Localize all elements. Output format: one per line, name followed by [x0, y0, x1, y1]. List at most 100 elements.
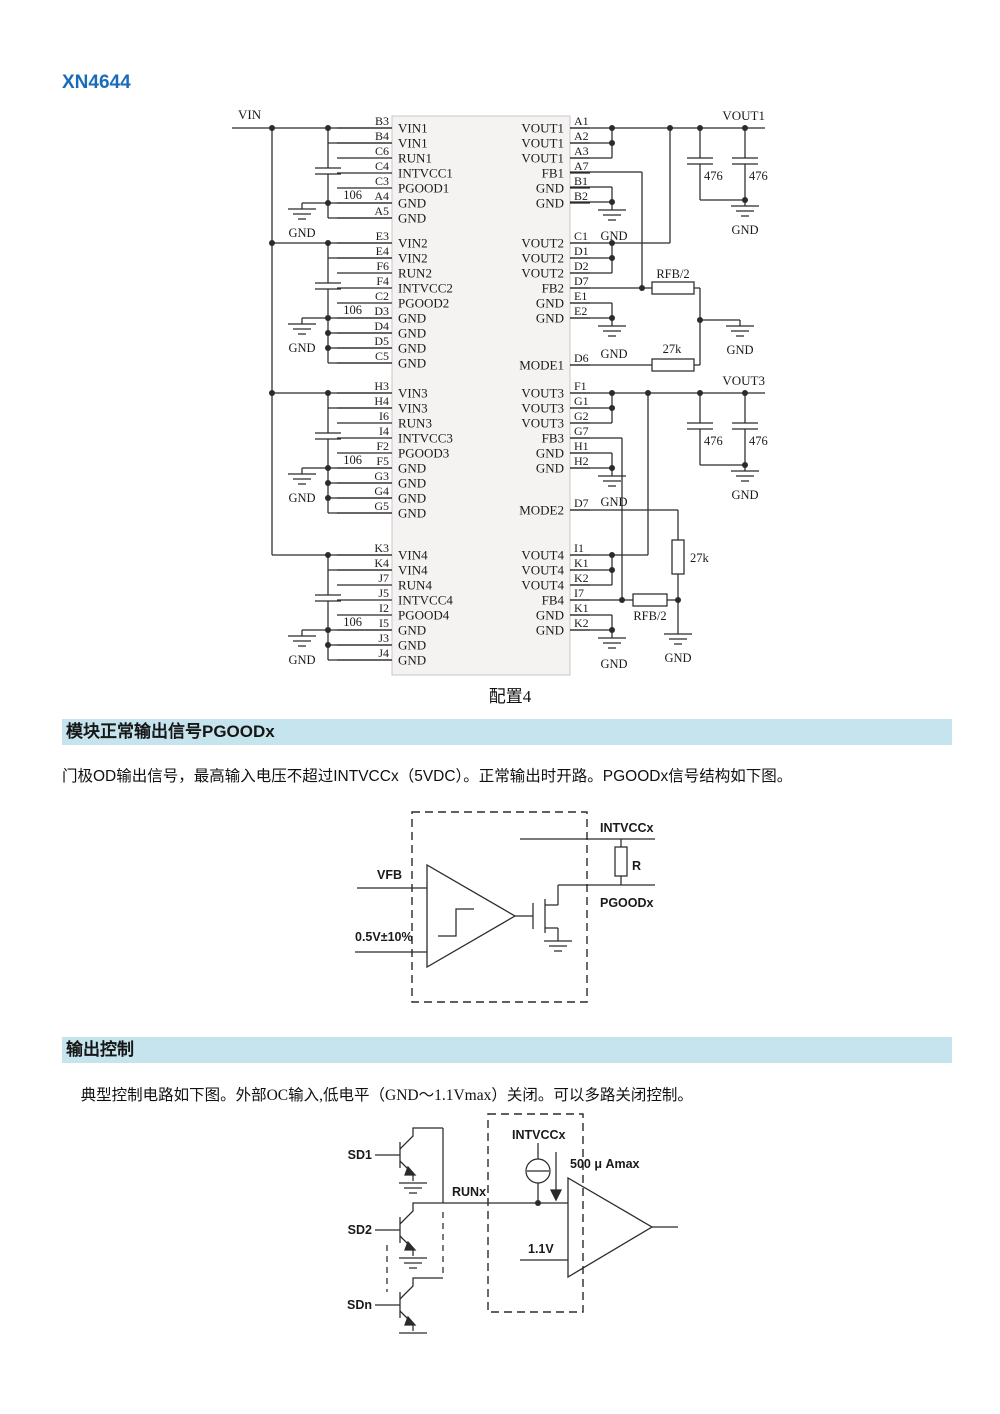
svg-text:PGOOD1: PGOOD1 — [398, 181, 449, 196]
svg-text:GND: GND — [731, 488, 758, 502]
svg-text:GND: GND — [536, 461, 564, 476]
svg-text:B2: B2 — [574, 189, 588, 203]
svg-text:GND: GND — [536, 623, 564, 638]
svg-text:GND: GND — [536, 181, 564, 196]
svg-text:G7: G7 — [574, 424, 589, 438]
svg-text:GND: GND — [536, 296, 564, 311]
svg-text:K1: K1 — [574, 556, 589, 570]
svg-text:VOUT4: VOUT4 — [521, 563, 564, 578]
svg-text:A5: A5 — [374, 204, 389, 218]
svg-text:1.1V: 1.1V — [528, 1242, 554, 1256]
svg-text:D6: D6 — [574, 351, 589, 365]
svg-text:VOUT1: VOUT1 — [521, 151, 564, 166]
svg-text:A3: A3 — [574, 144, 589, 158]
svg-text:K2: K2 — [574, 616, 589, 630]
svg-text:K2: K2 — [574, 571, 589, 585]
svg-text:VIN4: VIN4 — [398, 548, 428, 563]
svg-text:27k: 27k — [663, 342, 683, 356]
section-header-output-control: 输出控制 — [62, 1037, 952, 1063]
svg-text:FB1: FB1 — [542, 166, 564, 181]
svg-text:MODE2: MODE2 — [519, 503, 564, 518]
svg-text:INTVCCx: INTVCCx — [600, 821, 654, 835]
svg-text:K3: K3 — [374, 541, 389, 555]
svg-text:GND: GND — [398, 196, 426, 211]
svg-text:B3: B3 — [375, 114, 389, 128]
svg-text:GND: GND — [600, 347, 627, 361]
svg-text:E4: E4 — [376, 244, 389, 258]
svg-text:476: 476 — [749, 434, 768, 448]
svg-text:GND: GND — [536, 311, 564, 326]
svg-text:RUNx: RUNx — [452, 1185, 486, 1199]
svg-text:I6: I6 — [379, 409, 389, 423]
svg-text:J7: J7 — [378, 571, 389, 585]
svg-text:GND: GND — [398, 211, 426, 226]
svg-text:GND: GND — [600, 229, 627, 243]
page-title: XN4644 — [62, 72, 131, 93]
svg-text:A2: A2 — [574, 129, 589, 143]
svg-text:GND: GND — [398, 356, 426, 371]
svg-text:B1: B1 — [574, 174, 588, 188]
svg-text:G5: G5 — [374, 499, 389, 513]
svg-text:PGOODx: PGOODx — [600, 896, 654, 910]
svg-text:FB3: FB3 — [542, 431, 564, 446]
svg-text:PGOOD2: PGOOD2 — [398, 296, 449, 311]
svg-text:INTVCCx: INTVCCx — [512, 1128, 566, 1142]
svg-text:J3: J3 — [378, 631, 389, 645]
svg-text:GND: GND — [288, 341, 315, 355]
svg-text:H3: H3 — [374, 379, 389, 393]
svg-text:INTVCC2: INTVCC2 — [398, 281, 453, 296]
svg-text:GND: GND — [398, 341, 426, 356]
svg-text:C5: C5 — [375, 349, 389, 363]
svg-text:VIN3: VIN3 — [398, 386, 428, 401]
svg-text:GND: GND — [288, 226, 315, 240]
svg-text:D4: D4 — [374, 319, 389, 333]
svg-text:GND: GND — [398, 491, 426, 506]
svg-text:106: 106 — [343, 188, 362, 202]
svg-text:I2: I2 — [379, 601, 389, 615]
svg-text:B4: B4 — [375, 129, 389, 143]
svg-text:D1: D1 — [574, 244, 589, 258]
svg-text:D2: D2 — [574, 259, 589, 273]
svg-text:GND: GND — [398, 623, 426, 638]
svg-text:F6: F6 — [376, 259, 389, 273]
svg-text:INTVCC4: INTVCC4 — [398, 593, 453, 608]
svg-text:GND: GND — [600, 495, 627, 509]
svg-text:I5: I5 — [379, 616, 389, 630]
svg-text:VIN2: VIN2 — [398, 236, 428, 251]
svg-text:C2: C2 — [375, 289, 389, 303]
svg-text:GND: GND — [398, 653, 426, 668]
svg-text:VOUT3: VOUT3 — [521, 386, 564, 401]
svg-text:H4: H4 — [374, 394, 389, 408]
svg-text:C6: C6 — [375, 144, 389, 158]
svg-text:INTVCC1: INTVCC1 — [398, 166, 453, 181]
svg-text:RFB/2: RFB/2 — [656, 267, 689, 281]
svg-text:106: 106 — [343, 303, 362, 317]
svg-text:G2: G2 — [574, 409, 589, 423]
svg-text:RUN3: RUN3 — [398, 416, 432, 431]
svg-text:H2: H2 — [574, 454, 589, 468]
svg-text:GND: GND — [398, 506, 426, 521]
svg-text:0.5V±10%: 0.5V±10% — [355, 930, 413, 944]
svg-text:I7: I7 — [574, 586, 584, 600]
section1-body: 门极OD输出信号，最高输入电压不超过INTVCCx（5VDC）。正常输出时开路。… — [62, 768, 793, 785]
svg-text:PGOOD3: PGOOD3 — [398, 446, 449, 461]
svg-text:VIN2: VIN2 — [398, 251, 428, 266]
svg-text:F5: F5 — [376, 454, 389, 468]
svg-text:J4: J4 — [378, 646, 389, 660]
svg-text:VOUT2: VOUT2 — [521, 266, 564, 281]
svg-text:VOUT3: VOUT3 — [521, 416, 564, 431]
svg-text:VOUT4: VOUT4 — [521, 578, 564, 593]
svg-text:VOUT3: VOUT3 — [722, 373, 765, 388]
svg-text:GND: GND — [726, 343, 753, 357]
svg-text:G1: G1 — [574, 394, 589, 408]
svg-text:GND: GND — [398, 326, 426, 341]
svg-text:A4: A4 — [374, 189, 389, 203]
svg-text:GND: GND — [536, 446, 564, 461]
svg-text:F2: F2 — [376, 439, 389, 453]
svg-text:RFB/2: RFB/2 — [633, 609, 666, 623]
svg-text:VOUT2: VOUT2 — [521, 251, 564, 266]
svg-text:GND: GND — [398, 461, 426, 476]
